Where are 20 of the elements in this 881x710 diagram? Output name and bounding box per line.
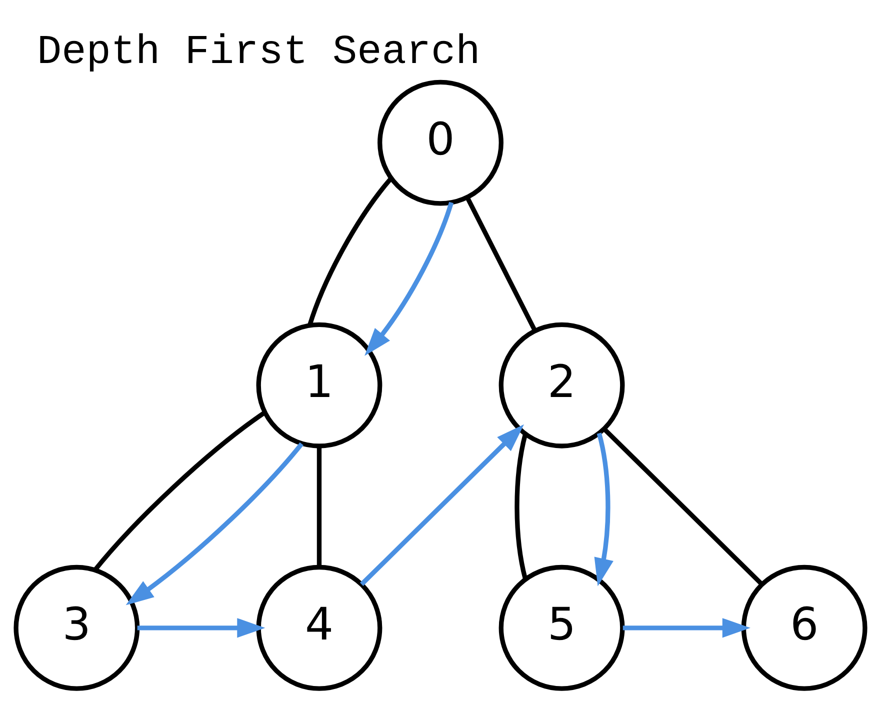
node-circle: 3 [14, 564, 140, 690]
arrow [137, 618, 266, 638]
connector [514, 433, 528, 579]
connector [602, 427, 764, 586]
connector [308, 176, 393, 326]
arrow [364, 201, 454, 356]
arrow [360, 424, 524, 586]
connector [93, 410, 266, 572]
node-circle: 5 [498, 564, 625, 690]
connector [316, 446, 322, 566]
node-circle: 2 [498, 322, 625, 448]
node-circle: 6 [741, 564, 868, 690]
node-circle: 1 [256, 322, 382, 448]
diagram-title: Depth First Search [36, 29, 480, 76]
arrow [126, 442, 304, 605]
connector [465, 196, 537, 332]
arrow [622, 618, 750, 638]
node-circle: 0 [378, 79, 504, 206]
node-circle: 4 [256, 564, 382, 690]
arrow [594, 432, 614, 586]
